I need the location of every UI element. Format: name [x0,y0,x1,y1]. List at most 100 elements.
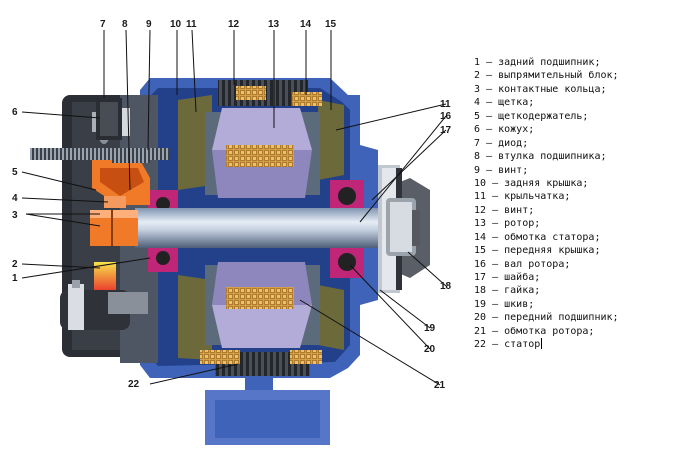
legend-text: ротор; [504,218,541,230]
legend-dash: – [486,164,493,176]
alternator-cutaway-diagram: 7 8 9 10 11 12 13 14 15 6 5 4 3 2 1 11 1… [12,19,452,445]
callout-2: 2 [12,259,18,270]
callout-3: 3 [12,210,18,221]
legend-dash: – [492,231,499,243]
legend-dash: – [492,339,499,351]
legend-dash: – [486,124,493,136]
callout-6: 6 [12,107,18,118]
legend-number: 4 [474,97,481,109]
callout-20: 20 [424,344,436,355]
legend-text: винт; [498,164,529,176]
callout-15: 15 [325,19,337,30]
legend-text: гайка; [504,285,541,297]
legend-number: 15 [474,245,487,257]
callout-labels: 7 8 9 10 11 12 13 14 15 6 5 4 3 2 1 11 1… [12,19,452,391]
legend-text: задняя крышка; [504,177,589,189]
callout-13: 13 [268,19,280,30]
legend-number: 3 [474,83,481,95]
legend-number: 8 [474,151,481,163]
legend-dash: – [492,298,499,310]
legend-text: передний подшипник; [504,312,619,324]
legend-number: 10 [474,177,487,189]
callout-4: 4 [12,193,18,204]
legend-dash: – [486,151,493,163]
brush-holder [92,160,150,208]
legend-text: крыльчатка; [504,191,571,203]
legend-item-9: 9 – винт; [474,164,619,177]
legend-item-18: 18 – гайка; [474,284,619,297]
legend-number: 21 [474,325,487,337]
legend-dash: – [492,272,499,283]
legend-dash: – [486,137,493,149]
legend-item-6: 6 – кожух; [474,123,619,136]
legend-text: задний подшипник; [498,57,601,68]
legend-number: 5 [474,110,481,122]
legend-number: 16 [474,258,487,270]
legend-item-13: 13 – ротор; [474,217,619,230]
callout-22: 22 [128,379,140,390]
legend-text: кожух; [498,124,535,136]
legend-number: 20 [474,312,487,324]
callout-14: 14 [300,19,312,30]
callout-19: 19 [424,323,436,334]
legend-item-19: 19 – шкив; [474,298,619,311]
callout-1: 1 [12,273,18,284]
legend-number: 13 [474,218,487,230]
legend-item-15: 15 – передняя крышка; [474,244,619,257]
legend-dash: – [486,97,493,109]
legend-text: обмотка ротора; [504,325,595,337]
legend-text: шкив; [504,298,535,310]
legend-text: щетка; [498,97,535,109]
legend-dash: – [492,218,499,230]
callout-11b: 11 [440,99,451,110]
legend-text: контактные кольца; [498,83,607,95]
legend-number: 14 [474,231,487,243]
windings [200,86,322,364]
legend-number: 17 [474,272,487,283]
legend-number: 2 [474,70,481,82]
legend-text: втулка подшипника; [498,151,607,163]
legend-dash: – [492,325,499,337]
callout-8: 8 [122,19,128,30]
nut [386,198,420,256]
legend-text: винт; [504,204,535,216]
callout-17: 17 [440,125,452,136]
diode [96,98,122,140]
callout-7: 7 [100,19,106,30]
legend-dash: – [492,258,499,270]
legend-item-16: 16 – вал ротора; [474,258,619,271]
legend-item-20: 20 – передний подшипник; [474,311,619,324]
legend-item-17: 17 – шайба; [474,271,619,284]
legend-item-7: 7 – диод; [474,137,619,150]
callout-21: 21 [434,380,446,391]
callout-18: 18 [440,281,452,292]
legend-item-1: 1 – задний подшипник; [474,56,619,69]
callout-5: 5 [12,167,18,178]
legend-item-10: 10 – задняя крышка; [474,177,619,190]
fans [178,95,344,360]
callout-16: 16 [440,111,452,122]
rotor-shaft [135,208,385,248]
bushing-screw [112,155,150,163]
legend-item-12: 12 – винт; [474,204,619,217]
legend-number: 7 [474,137,481,149]
legend-dash: – [486,57,493,68]
legend-dash: – [492,245,499,257]
legend-item-4: 4 – щетка; [474,96,619,109]
legend-text: обмотка статора; [504,231,601,243]
legend-item-2: 2 – выпрямительный блок; [474,69,619,82]
legend-text: вал ротора; [504,258,571,270]
legend-number: 1 [474,57,481,68]
legend-dash: – [492,191,499,203]
legend-number: 6 [474,124,481,136]
legend-text: статор [504,339,541,351]
legend-item-11: 11 – крыльчатка; [474,190,619,203]
legend-dash: – [492,285,499,297]
mounting-foot [205,368,330,445]
legend-item-3: 3 – контактные кольца; [474,83,619,96]
callout-10: 10 [170,19,182,30]
legend-item-5: 5 – щеткодержатель; [474,110,619,123]
parts-legend: 1 – задний подшипник;2 – выпрямительный … [474,56,619,352]
callout-9: 9 [146,19,152,30]
legend-item-14: 14 – обмотка статора; [474,231,619,244]
